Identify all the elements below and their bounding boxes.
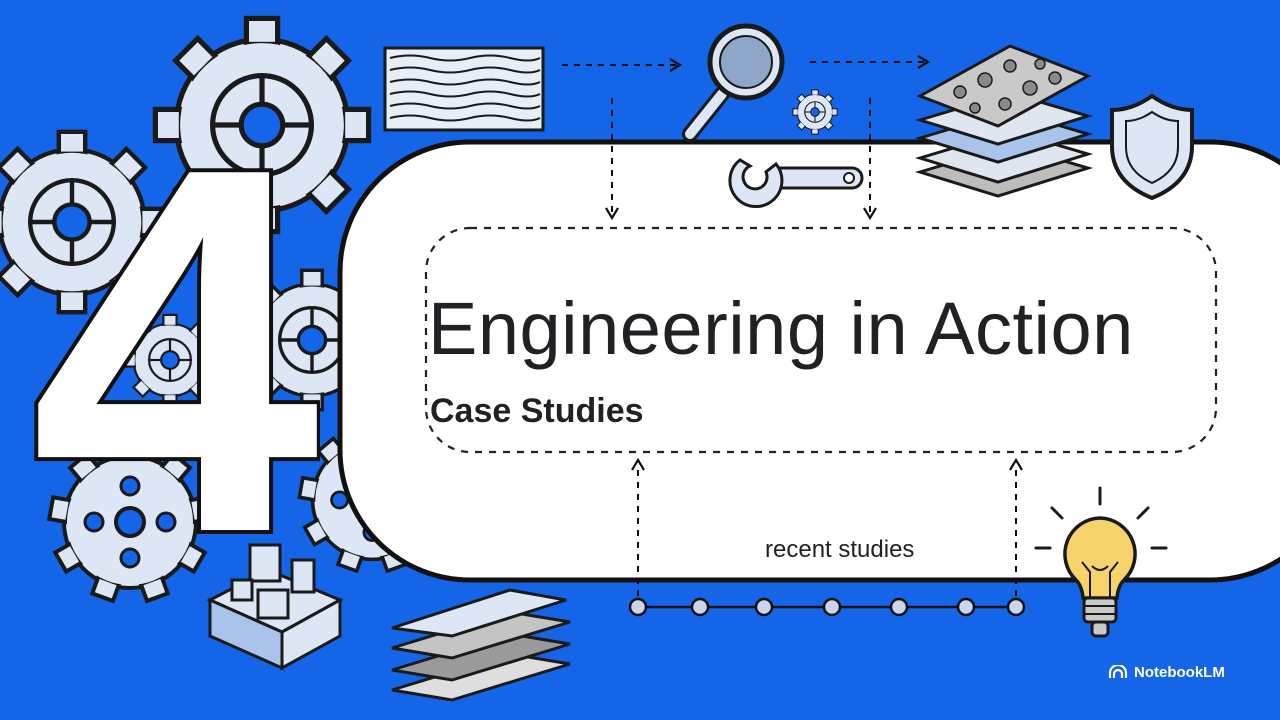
timeline bbox=[628, 457, 1026, 617]
slide-number: 4 bbox=[30, 120, 320, 550]
timeline-label: recent studies bbox=[765, 536, 915, 563]
brand-name: NotebookLM bbox=[1134, 663, 1225, 681]
slide-title: Engineering in Action bbox=[428, 287, 1134, 370]
dashed-frame bbox=[424, 226, 1218, 454]
layered-material-stack-icon bbox=[914, 44, 1094, 198]
stacked-plates-icon bbox=[391, 588, 571, 702]
isometric-blocks-icon bbox=[206, 543, 344, 671]
wavy-texture-block-icon bbox=[383, 46, 545, 132]
notebooklm-logo-icon bbox=[1108, 665, 1128, 678]
wrench-icon bbox=[728, 158, 864, 209]
magnifier-icon bbox=[682, 23, 785, 142]
slide-subtitle: Case Studies bbox=[430, 392, 644, 430]
flow-arrows bbox=[562, 61, 924, 214]
lightbulb-icon bbox=[1034, 486, 1168, 638]
shield-icon bbox=[1110, 93, 1194, 201]
title-panel bbox=[337, 139, 1280, 583]
small-gear-icon bbox=[792, 89, 838, 135]
brand-watermark: NotebookLM bbox=[1108, 662, 1225, 682]
slide-number-text: 4 bbox=[30, 120, 320, 550]
